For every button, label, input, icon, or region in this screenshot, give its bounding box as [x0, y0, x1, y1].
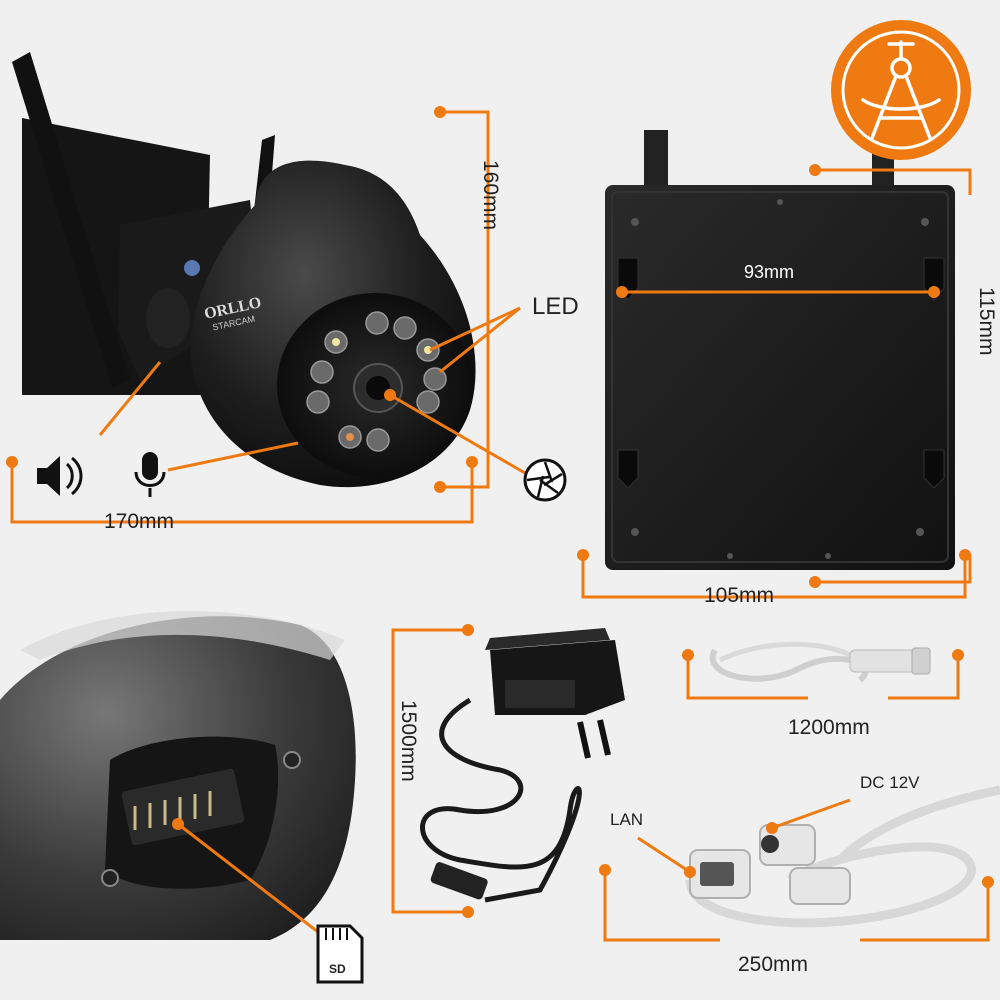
sd-card-icon: [316, 924, 364, 984]
pigtail-length-label: 250mm: [738, 953, 809, 976]
mount-height-label: 115mm: [975, 287, 998, 356]
lan-cable-photo: [709, 641, 931, 683]
camera-width-label: 170mm: [104, 510, 175, 533]
camera-height-label: 160mm: [479, 160, 502, 231]
power-adapter-photo: [420, 628, 625, 903]
pigtail-cable-photo: [685, 785, 1000, 928]
mount-width-label: 105mm: [704, 584, 775, 607]
lan-port-label: LAN: [610, 810, 644, 829]
lan-cable-length-label: 1200mm: [788, 716, 870, 739]
power-port-label: DC 12V: [860, 773, 920, 792]
mount-hole-spacing-label: 93mm: [744, 262, 795, 282]
sd-slot-closeup-photo: [0, 611, 356, 940]
adapter-cable-length-label: 1500mm: [397, 700, 420, 782]
mounting-plate-photo: [605, 130, 955, 570]
speaker-icon: [37, 456, 83, 496]
dimension-lines: [10, 110, 990, 942]
measuring-compass-icon: [831, 20, 971, 160]
sd-icon-label: SD: [329, 962, 346, 976]
dimension-endpoints: [6, 106, 994, 918]
microphone-icon: [134, 452, 166, 497]
led-label: LED: [532, 293, 579, 320]
aperture-icon: [523, 458, 567, 502]
camera-photo: [12, 52, 476, 488]
